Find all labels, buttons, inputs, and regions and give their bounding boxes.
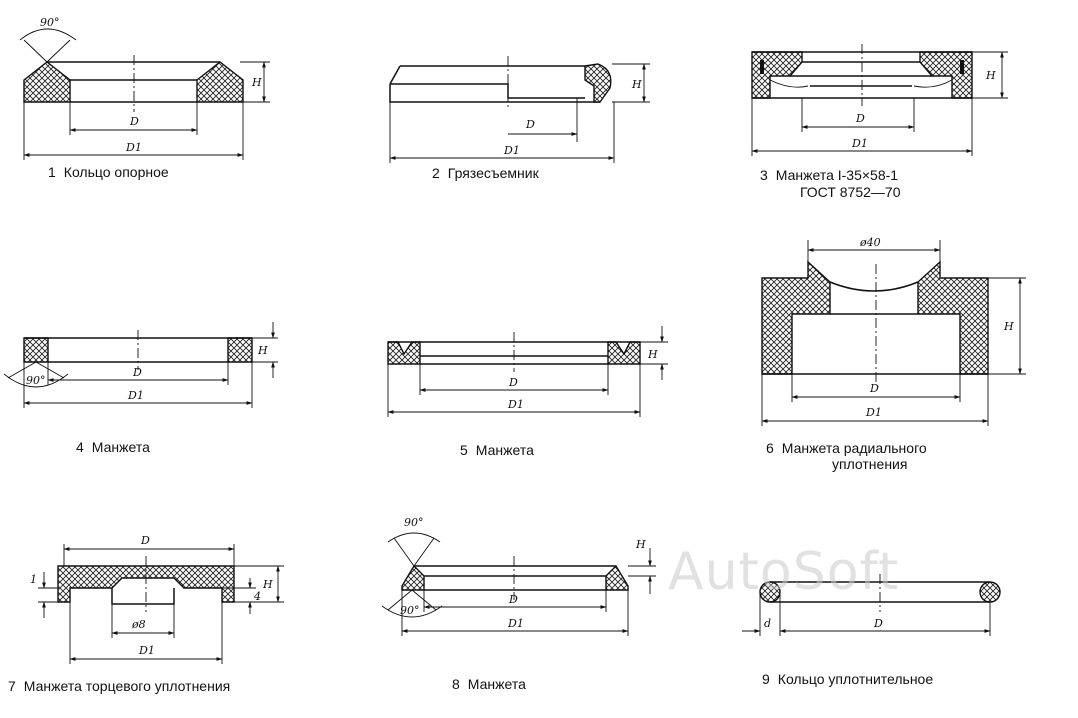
part-3-drawing: H D D1 [751,44,1008,156]
part-7-d-label: D [140,534,150,547]
part-4-d1-label: D1 [127,389,144,402]
part-1-caption: 1 Кольцо опорное [48,164,169,180]
part-3-caption: 3 Манжета I-35×58-1 [760,167,898,183]
part-6-drawing: ø40 H D D1 [761,236,1026,426]
part-6-number: 6 [766,440,774,456]
part-9-title: Кольцо уплотнительное [777,671,934,687]
part-5-h-label: H [647,348,658,361]
part-8-d-label: D [508,593,518,606]
part-8-h-label: H [635,538,646,551]
part-1-h-label: H [251,76,262,89]
part-2-d1-label: D1 [503,144,520,157]
part-5-caption: 5 Манжета [460,442,534,458]
part-3-subtitle: ГОСТ 8752—70 [800,184,901,200]
part-2-number: 2 [432,165,440,181]
part-1-angle-label: 90° [40,16,60,29]
part-8-drawing: 90° 90° H D D1 [381,516,656,636]
part-5-drawing: H D D1 [387,326,668,417]
part-8-title: Манжета [467,676,526,692]
part-4-drawing: 90° H D D1 [3,322,278,408]
part-4-angle-label: 90° [26,374,46,387]
part-8-angle2-label: 90° [400,604,420,617]
part-7-drawing: D 1 4 H ø8 D1 [30,534,284,664]
part-8-angle1-label: 90° [404,516,424,529]
part-3-number: 3 [760,167,768,183]
part-3-title: Манжета I-35×58-1 [775,167,899,183]
part-2-caption: 2 Грязесъемник [432,165,539,181]
part-6-h-label: H [1003,320,1014,333]
part-8-number: 8 [452,676,460,692]
part-1-drawing: 90° H D D1 [19,16,270,160]
part-8-d1-label: D1 [507,617,524,630]
part-9-drawing: d D [742,574,1001,636]
part-3-d-label: D [855,112,865,125]
part-4-d-label: D [132,366,142,379]
part-6-d-label: D [869,382,879,395]
part-7-title: Манжета торцевого уплотнения [23,678,231,694]
part-4-number: 4 [76,439,84,455]
part-6-caption: 6 Манжета радиального [766,440,927,456]
part-9-d-small-label: d [764,617,771,630]
part-1-number: 1 [48,164,56,180]
part-2-title: Грязесъемник [447,165,539,181]
part-1-d-label: D [129,115,139,128]
part-5-d1-label: D1 [507,398,524,411]
part-6-subtitle: уплотнения [832,456,908,472]
part-2-drawing: H D D1 [389,56,650,163]
part-9-d-label: D [873,617,883,630]
part-7-caption: 7 Манжета торцевого уплотнения [8,678,230,694]
part-4-title: Манжета [91,439,150,455]
part-1-d1-label: D1 [125,141,142,154]
part-9-number: 9 [762,671,770,687]
part-7-one-label: 1 [30,573,37,586]
watermark: AutoSoft [668,542,900,602]
part-7-d1-label: D1 [138,644,155,657]
part-8-caption: 8 Манжета [452,676,526,692]
part-2-h-label: H [631,78,642,91]
part-6-top-dim-label: ø40 [859,236,881,249]
part-7-h-label: H [262,578,273,591]
part-7-number: 7 [8,678,16,694]
part-4-caption: 4 Манжета [76,439,150,455]
part-4-h-label: H [257,344,268,357]
part-2-d-label: D [525,118,535,131]
part-6-d1-label: D1 [865,406,882,419]
part-7-four-label: 4 [253,590,261,603]
part-5-number: 5 [460,442,468,458]
part-7-inner-label: ø8 [131,618,146,631]
part-9-caption: 9 Кольцо уплотнительное [762,671,933,687]
part-6-title: Манжета радиального [781,440,927,456]
part-5-title: Манжета [475,442,534,458]
part-5-d-label: D [508,376,518,389]
part-3-h-label: H [985,69,996,82]
part-1-title: Кольцо опорное [63,164,169,180]
part-3-d1-label: D1 [851,137,868,150]
